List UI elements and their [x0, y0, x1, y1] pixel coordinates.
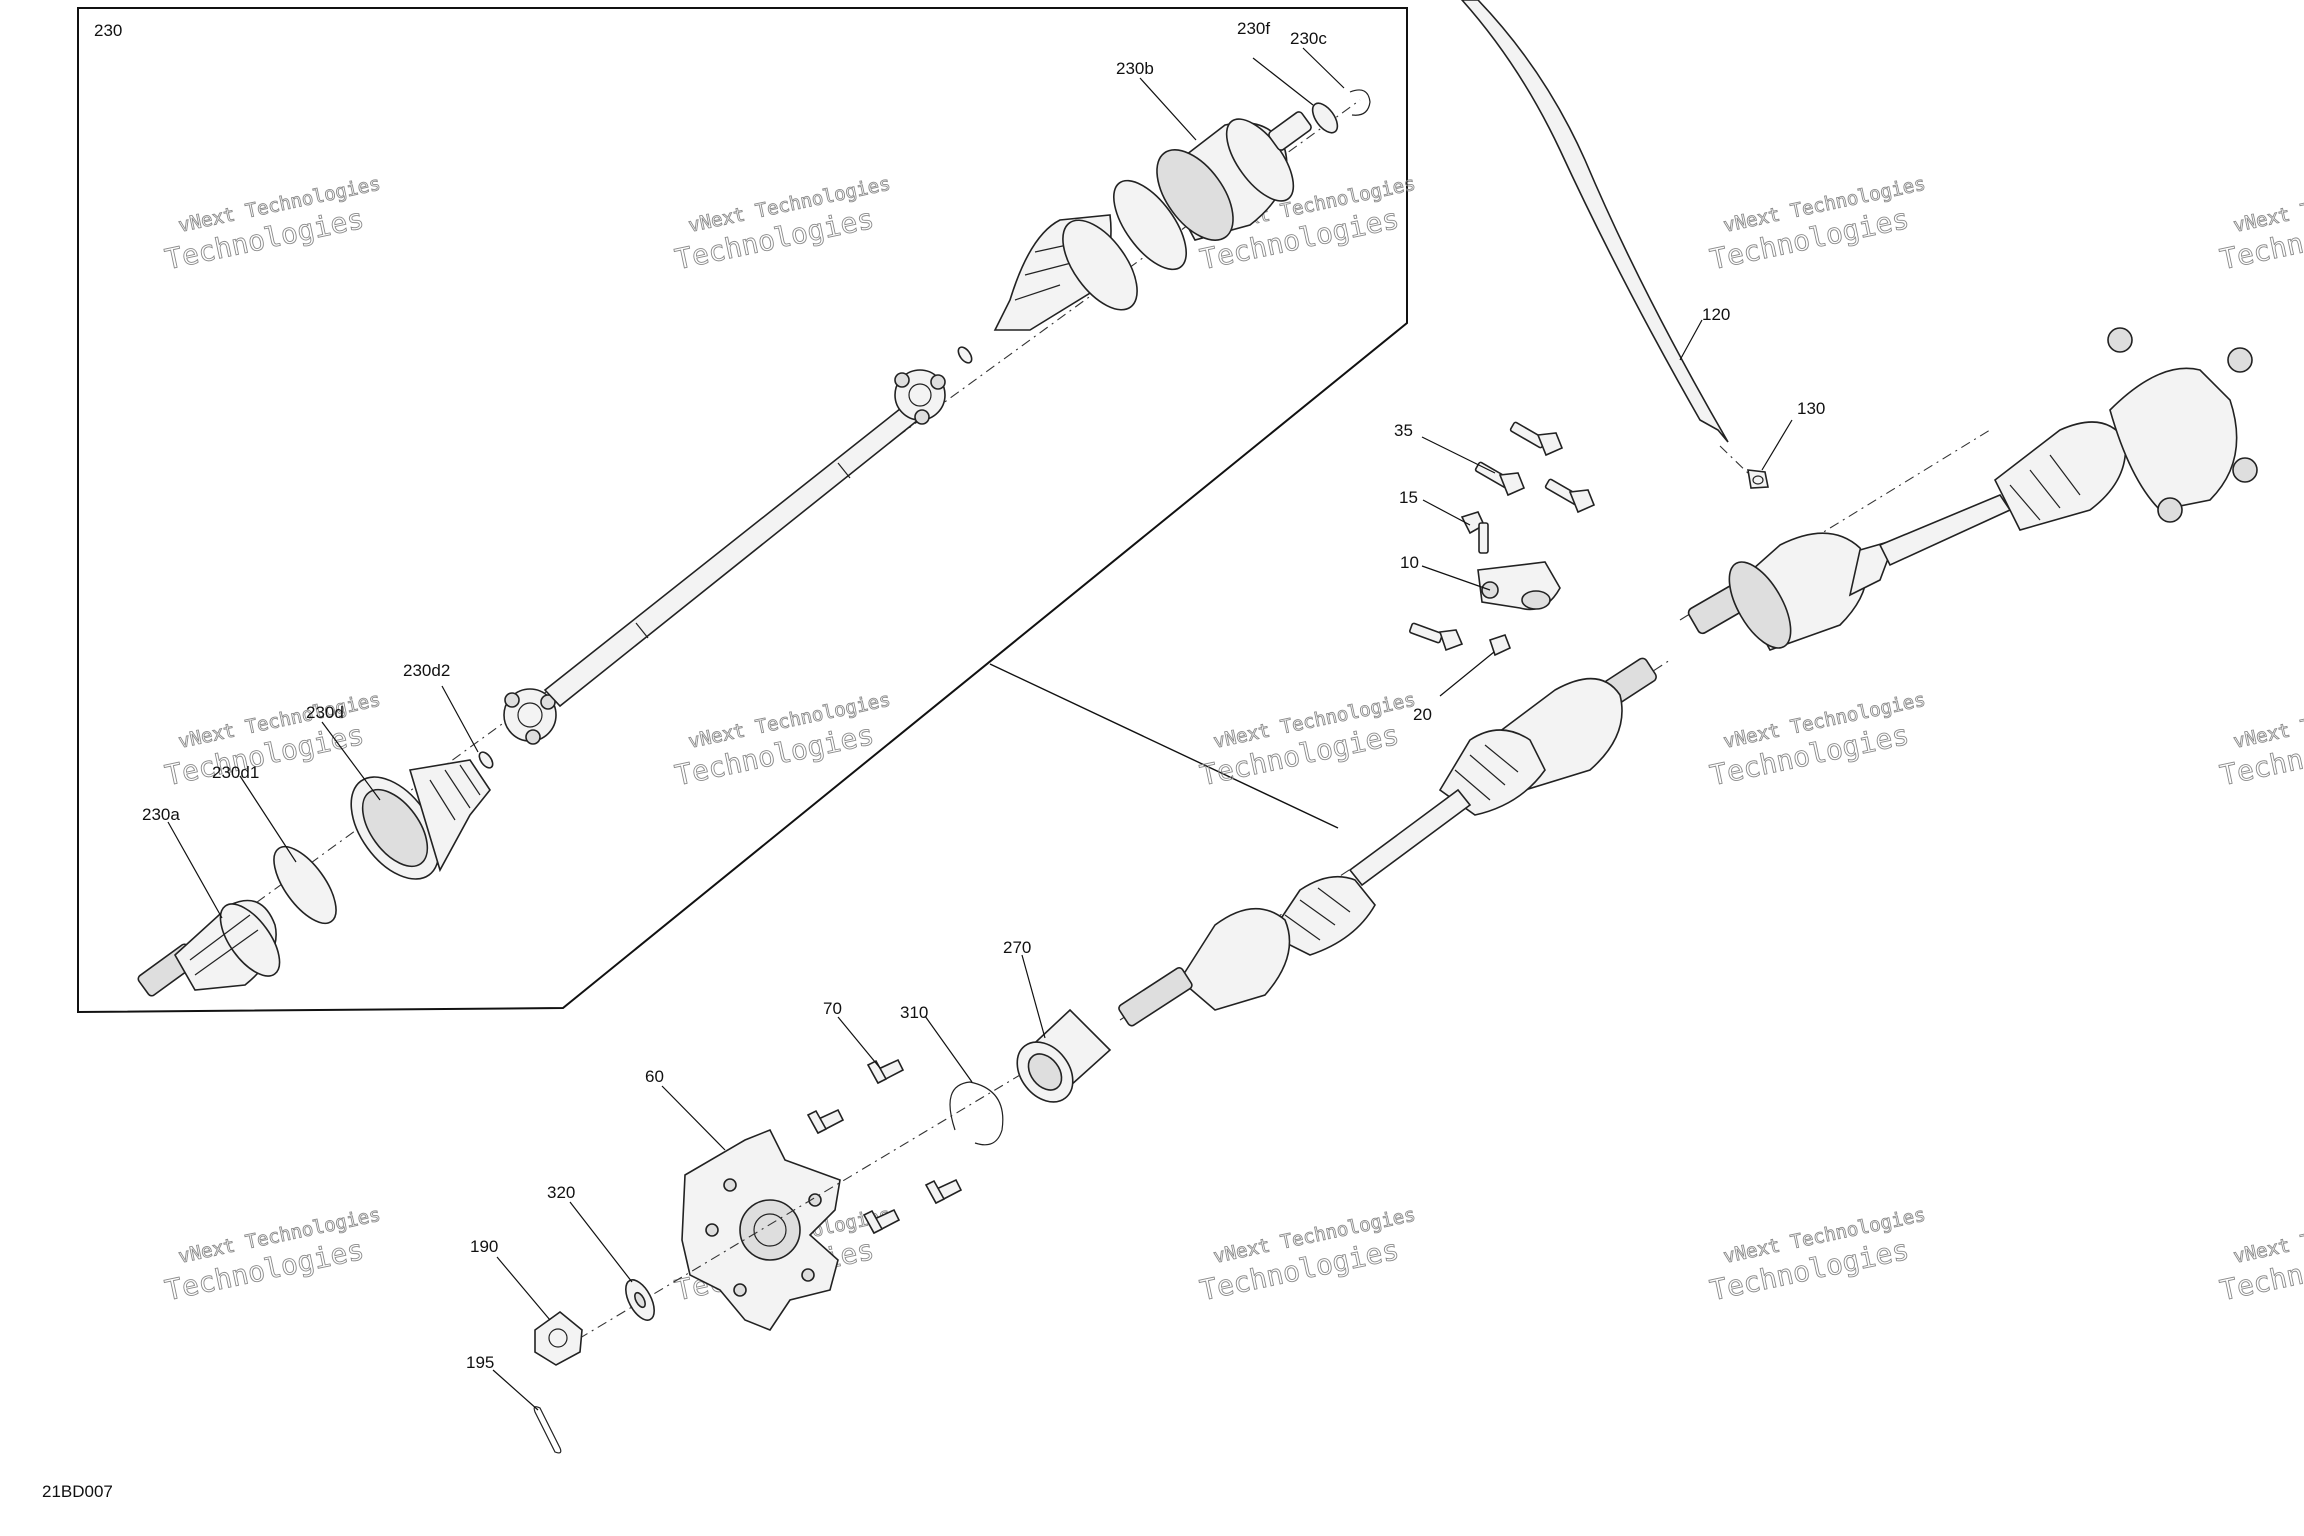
watermark: vNext Technologies Technologies: [1707, 688, 1928, 793]
watermark-grid: vNext Technologies Technologies vNext Te…: [162, 172, 2304, 1308]
callout-20: 20: [1413, 705, 1432, 724]
watermark: vNext Technologies Technologies: [2217, 688, 2304, 793]
drawing-code: 21BD007: [42, 1482, 113, 1501]
washer-320: [625, 1279, 655, 1321]
vent-hose-120: [1460, 0, 1753, 478]
callout-15: 15: [1399, 488, 1418, 507]
watermark: vNext Technologies Technologies: [1707, 1203, 1928, 1308]
sensor-bracket-10: [1477, 561, 1561, 611]
bolt-35-c: [1544, 478, 1596, 514]
watermark: vNext Technologies Technologies: [672, 688, 893, 793]
callout-310: 310: [900, 1003, 928, 1022]
bearing-270: [1016, 1008, 1112, 1103]
callout-270: 270: [1003, 938, 1031, 957]
callout-230d1: 230d1: [212, 763, 259, 782]
boot-upper: [993, 214, 1138, 331]
watermark: vNext Technologies Technologies: [1197, 688, 1418, 793]
callout-230b: 230b: [1116, 59, 1154, 78]
hose-clamp-130: [1747, 469, 1769, 489]
callout-70: 70: [823, 999, 842, 1018]
callout-190: 190: [470, 1237, 498, 1256]
ring-230f: [1311, 102, 1339, 134]
callout-230: 230: [94, 21, 122, 40]
callout-35: 35: [1394, 421, 1413, 440]
callout-230a: 230a: [142, 805, 180, 824]
callout-10: 10: [1400, 553, 1419, 572]
watermark: vNext Technologies Technologies: [162, 1203, 383, 1308]
leader-lines: [167, 47, 1793, 1411]
castle-nut-190: [534, 1310, 583, 1366]
outer-race-230b: [1156, 111, 1312, 241]
callout-130: 130: [1797, 399, 1825, 418]
boot-230d: [350, 759, 491, 880]
drive-shaft-upper-right: [1679, 327, 2258, 651]
bolt-near-10: [1409, 622, 1464, 652]
bolt-35-a: [1509, 421, 1564, 457]
bolt-15: [1460, 511, 1489, 554]
watermark: vNext Technologies Technologies: [1707, 172, 1928, 277]
callout-230d: 230d: [306, 703, 344, 722]
wheel-studs-70: [806, 1058, 963, 1235]
circlip-310: [949, 1081, 1004, 1146]
inset-drive-shaft-assembly: [137, 89, 1371, 997]
callout-230f: 230f: [1237, 19, 1270, 38]
tripod-joint-lower: [503, 688, 557, 745]
clip-230c: [1349, 89, 1371, 116]
watermark: vNext Technologies Technologies: [2217, 172, 2304, 277]
detail-inset-230: [77, 7, 1408, 1014]
watermark: vNext Technologies Technologies: [162, 172, 383, 277]
clamp-ring-230d1: [273, 845, 337, 925]
circlip-230d2: [478, 751, 494, 769]
callout-230c: 230c: [1290, 29, 1327, 48]
watermark: vNext Technologies Technologies: [1197, 1203, 1418, 1308]
bolt-35-b: [1474, 461, 1526, 497]
watermark: vNext Technologies Technologies: [672, 172, 893, 277]
cotter-pin-195: [533, 1406, 562, 1454]
callout-60: 60: [645, 1067, 664, 1086]
main-half-shaft: [1118, 657, 1671, 1027]
callout-195: 195: [466, 1353, 494, 1372]
callout-labels: 230 230f 230c 230b 230d2 230d 230d1 230a…: [42, 19, 1825, 1501]
clamp-ring-upper: [1112, 179, 1188, 271]
callout-230d2: 230d2: [403, 661, 450, 680]
watermark: vNext Technologies Technologies: [162, 688, 383, 793]
circlip-upper: [957, 346, 973, 364]
half-shaft-bar: [543, 403, 920, 708]
tripod-joint-upper: [894, 369, 946, 425]
watermark: vNext Technologies Technologies: [2217, 1203, 2304, 1308]
wheel-hub-60: [681, 1128, 841, 1331]
cv-joint-230a: [137, 899, 281, 997]
callout-120: 120: [1702, 305, 1730, 324]
callout-320: 320: [547, 1183, 575, 1202]
nut-20: [1488, 633, 1512, 657]
